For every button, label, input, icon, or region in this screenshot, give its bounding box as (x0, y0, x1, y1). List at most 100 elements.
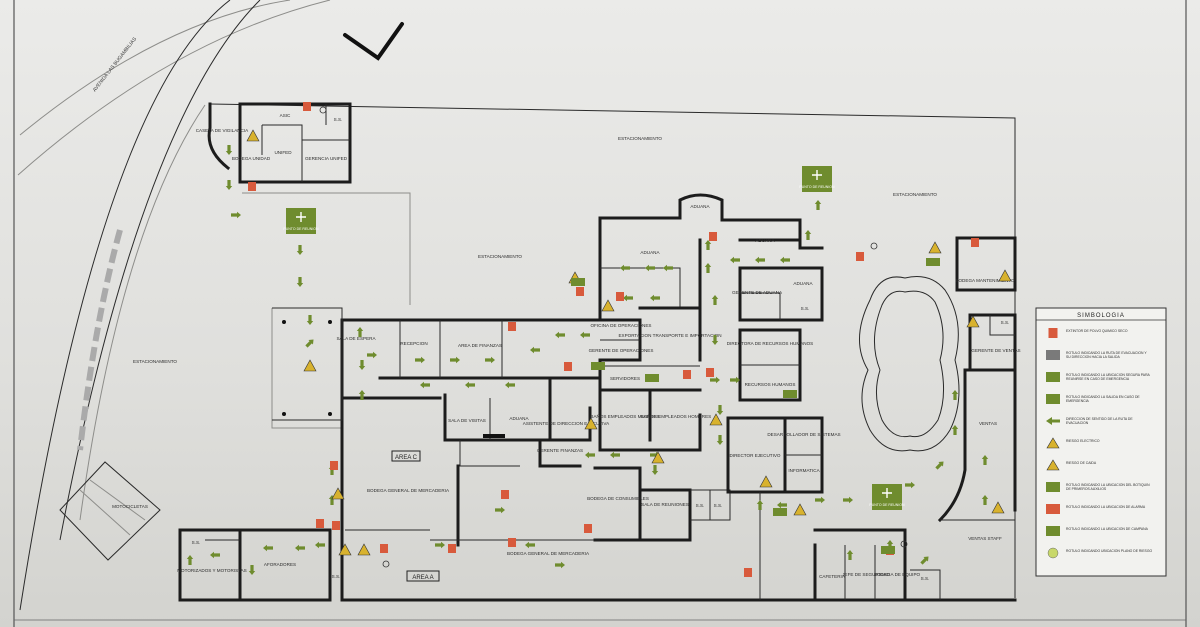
fire-extinguisher-icon (332, 521, 340, 530)
route-arrow-icon (951, 390, 959, 400)
banos-hombres-label: BAÑOS EMPLEADOS HOMBRES (641, 413, 711, 419)
route-arrow-icon (305, 339, 314, 348)
route-arrow-icon (1046, 417, 1060, 425)
fire-extinguisher-icon (709, 232, 717, 241)
ss-label-6: S.S. (332, 574, 341, 579)
fire-extinguisher-icon (448, 544, 456, 553)
legend-item: RIESGO ELECTRICO (1046, 437, 1100, 449)
ss-label-1: S.S. (334, 117, 343, 122)
emergency-exit-icon (926, 258, 940, 266)
fire-extinguisher-icon (576, 287, 584, 296)
hazard-warning-icon (928, 241, 942, 254)
legend-item: RIESGO DE CAIDA (1046, 459, 1097, 471)
hazard-warning-icon (759, 475, 773, 488)
ss-label-8: S.S. (1001, 320, 1010, 325)
route-arrow-icon (711, 335, 719, 345)
exportacion-label: EXPORTACION TRANSPORTE E IMPORTACION (618, 333, 721, 338)
route-arrow-icon (730, 256, 740, 264)
legend-panel: SIMBOLOGIA EXTINTOR DE POLVO QUIMICO SEC… (1035, 307, 1167, 577)
motorcycle-parking (59, 461, 161, 561)
bodega-equipo-label: BODEGA DE EQUIPO (874, 572, 921, 577)
alarm-icon (1046, 504, 1060, 514)
hazard-warning-icon (966, 315, 980, 328)
desarrollador-label: DESARROLLADOR DE SISTEMAS (767, 432, 840, 437)
fire-extinguisher-icon (508, 322, 516, 331)
route-arrow-icon (585, 451, 595, 459)
fire-extinguisher-icon (330, 461, 338, 470)
fire-extinguisher-icon (683, 370, 691, 379)
bodega-unidad-label: BODEGA UNIDAD (232, 156, 271, 161)
legend-item-label: EXTINTOR DE POLVO QUIMICO SECO (1066, 329, 1128, 333)
emergency-exit-icon (783, 390, 797, 398)
route-arrow-icon (730, 376, 740, 384)
route-arrow-icon (981, 495, 989, 505)
room-labels: ADUANA ADUANA ADUANA ADUANA ADUANA GEREN… (177, 204, 1020, 581)
legend-item-label: ROTULO INDICANDO LA UBICACION DE CAMPANA (1066, 527, 1149, 531)
directora-rrhh-label: DIRECTORA DE RECURSOS HUMANOS (727, 341, 813, 346)
ss-label-2: S.S. (801, 306, 810, 311)
legend-title: SIMBOLOGIA (1077, 313, 1125, 319)
route-arrow-icon (225, 180, 233, 190)
hazard-warning-icon (357, 543, 371, 556)
safety-markers (246, 102, 1012, 577)
aduana-label-4: ADUANA (793, 281, 813, 286)
motorcycle-label: MOTOCICLETAS (112, 504, 148, 509)
gerente-finanzas-label: GERENTE FINANZAS (537, 448, 583, 453)
ss-label-4: S.S. (714, 503, 723, 508)
ss-label-5: S.S. (192, 540, 201, 545)
area-a-box (406, 570, 440, 582)
alarm-bell-icon (870, 242, 878, 250)
bodega-consumibles-label: BODEGA DE CONSUMIBLES (587, 496, 649, 501)
route-arrow-icon (580, 331, 590, 339)
route-arrow-icon (225, 145, 233, 155)
route-arrow-icon (315, 541, 325, 549)
hazard-warning-icon (793, 503, 807, 516)
rrhh-label: RECURSOS HUMANOS (745, 382, 796, 387)
legend-item-label: ROTULO INDICANDO LA RUTA DE EVACUACION Y… (1066, 351, 1147, 359)
director-ejecutivo-label: DIRECTOR EJECUTIVO (730, 453, 781, 458)
emergency-exit-icon (571, 278, 585, 286)
electric-risk-icon (1046, 437, 1060, 449)
area-a-label: AREA A (412, 575, 433, 581)
route-arrow-icon (623, 294, 633, 302)
meeting-point-icon: PUNTO DE REUNION (869, 484, 905, 510)
motorizados-label: MOTORIZADOS Y MOTORISTAS (177, 568, 247, 573)
route-arrow-icon (295, 544, 305, 552)
route-arrow-icon (530, 346, 540, 354)
legend-item-label: RIESGO DE CAIDA (1066, 461, 1097, 465)
emergency-exit-icon (1046, 394, 1060, 404)
route-arrow-icon (704, 240, 712, 250)
route-arrow-icon (465, 381, 475, 389)
meeting-point-icon: PUNTO DE REUNION (283, 208, 319, 234)
north-arrow-icon (343, 22, 404, 61)
legend-item: ROTULO INDICANDO LA UBICACION DEL BOTIQU… (1046, 482, 1150, 492)
route-arrow-icon (815, 496, 825, 504)
legend-item-label: ROTULO INDICANDO LA UBICACION DE ALARMA (1066, 505, 1146, 509)
route-arrow-icon (804, 230, 812, 240)
route-arrow-icon (951, 425, 959, 435)
route-arrow-icon (505, 381, 515, 389)
route-arrow-icon (711, 295, 719, 305)
guard-house-label: CASETA DE VIGILANCIA (196, 128, 249, 133)
emergency-exit-icon (881, 546, 895, 554)
hazard-warning-icon (331, 487, 345, 500)
route-arrow-icon (663, 264, 673, 272)
first-aid-icon (1046, 482, 1060, 492)
legend-item-label: RIESGO ELECTRICO (1066, 439, 1100, 443)
legend-item-label: ROTULO INDICANDO LA UBICACION DEL BOTIQU… (1066, 483, 1150, 491)
route-arrow-icon (620, 264, 630, 272)
hazard-warning-icon (601, 299, 615, 312)
avenue-curves (17, 0, 331, 611)
fire-extinguisher-icon (248, 182, 256, 191)
route-arrow-icon (814, 200, 822, 210)
fire-extinguisher-icon (706, 368, 714, 377)
meeting-point-icon (1046, 372, 1060, 382)
route-arrow-icon (710, 376, 720, 384)
route-arrow-icon (415, 356, 425, 364)
route-arrow-icon (777, 501, 787, 509)
route-arrow-icon (248, 565, 256, 575)
parking-label-left: ESTACIONAMIENTO (133, 359, 177, 364)
